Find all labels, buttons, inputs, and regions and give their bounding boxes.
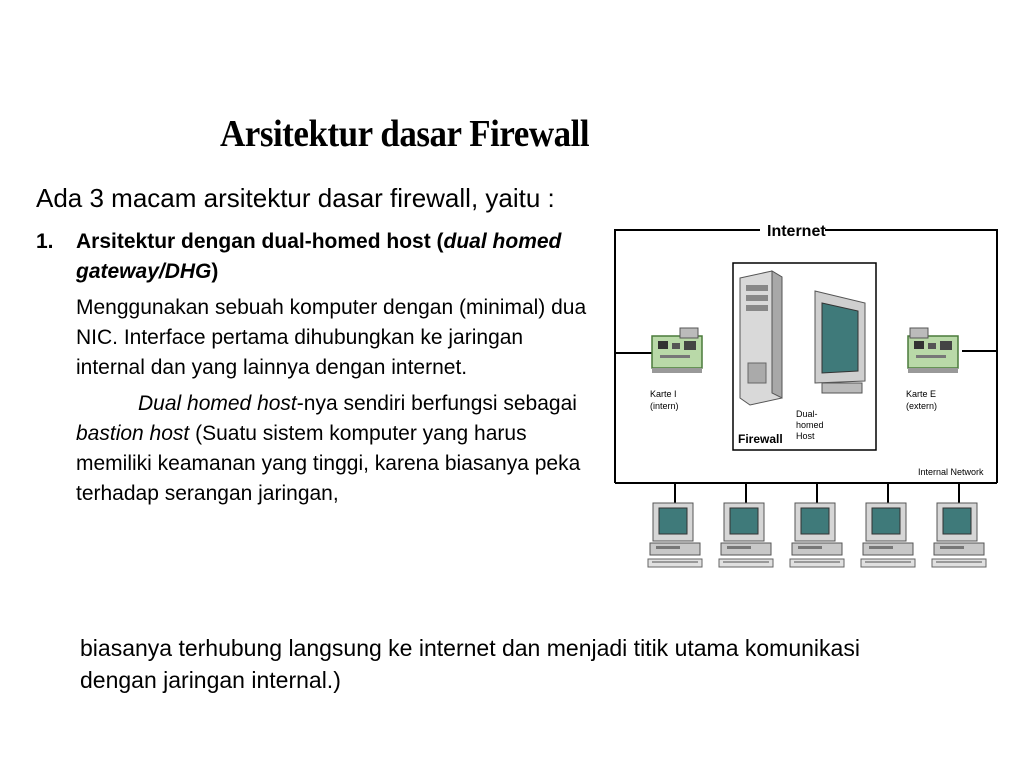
card-extern-label: Karte E (extern) xyxy=(906,389,939,411)
intro-text: Ada 3 macam arsitektur dasar firewall, y… xyxy=(36,183,555,213)
heading-italic: dual homed gateway/DHG xyxy=(76,230,562,283)
client-pc-icon xyxy=(718,483,774,568)
heading-suffix: ) xyxy=(211,260,219,283)
monitor-icon xyxy=(814,290,866,394)
client-pc-icon xyxy=(860,483,916,568)
nic-intern-icon xyxy=(651,327,703,373)
client-pc-icon xyxy=(647,483,703,568)
internal-network-line: Internal Network xyxy=(614,351,998,484)
firewall-diagram: Internet Karte I (intern) Karte E (exter… xyxy=(614,223,998,568)
para-end: (Suatu sistem komputer yang harus memili… xyxy=(76,422,581,505)
list-number: 1. xyxy=(36,230,54,253)
client-computers xyxy=(647,483,987,568)
nic-extern-icon xyxy=(907,327,959,373)
internet-connection: Internet xyxy=(614,223,998,353)
dual-homed-italic: Dual homed host xyxy=(138,392,297,415)
para-mid: -nya sendiri berfungsi sebagai xyxy=(296,392,577,415)
slide-title: Arsitektur dasar Firewall xyxy=(220,113,590,155)
heading-prefix: Arsitektur dengan dual-homed host ( xyxy=(76,230,444,253)
card-intern-label: Karte I (intern) xyxy=(650,389,679,411)
content-column: 1. Arsitektur dengan dual-homed host (du… xyxy=(36,227,596,509)
dual-homed-host-label: Dual- homed Host xyxy=(796,409,826,441)
firewall-host-box: Firewall Dual- homed Host xyxy=(732,262,877,451)
heading-text: Arsitektur dengan dual-homed host (dual … xyxy=(76,227,596,287)
internal-network-label: Internal Network xyxy=(918,467,984,477)
paragraph-bastion: Dual homed host-nya sendiri berfungsi se… xyxy=(36,389,596,509)
paragraph-nic: Menggunakan sebuah komputer dengan (mini… xyxy=(76,296,587,379)
client-pc-icon xyxy=(789,483,845,568)
firewall-label: Firewall xyxy=(738,432,783,446)
bastion-host-italic: bastion host xyxy=(76,422,190,445)
server-tower-icon xyxy=(739,270,783,406)
internet-label: Internet xyxy=(767,223,826,240)
list-item-heading: 1. Arsitektur dengan dual-homed host (du… xyxy=(36,227,596,287)
client-pc-icon xyxy=(931,483,987,568)
bottom-text: biasanya terhubung langsung ke internet … xyxy=(80,635,860,693)
